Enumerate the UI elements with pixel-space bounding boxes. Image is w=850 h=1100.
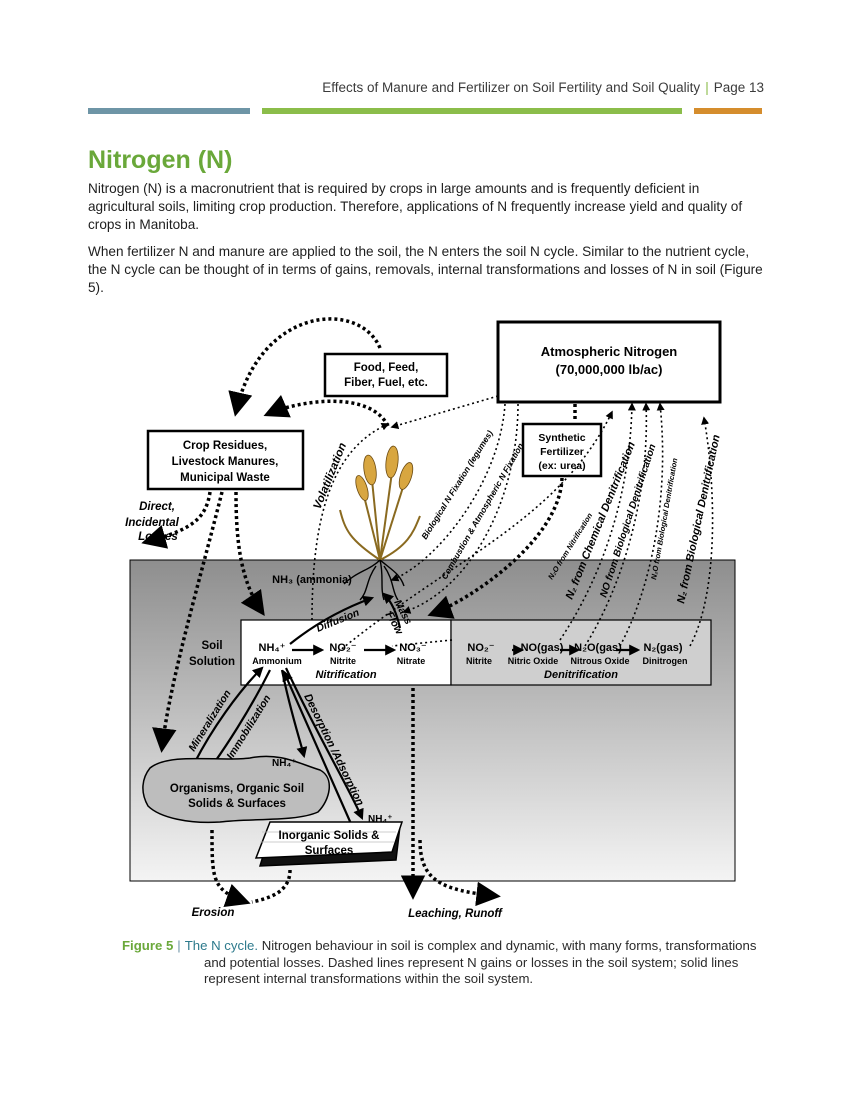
inorganic-line1: Inorganic Solids & [279, 830, 380, 842]
atmospheric-line1: Atmospheric Nitrogen [541, 344, 678, 359]
wheat-plant-icon [339, 445, 421, 601]
leaching-label: Leaching, Runoff [408, 908, 503, 920]
n2-bio-flow [689, 416, 714, 647]
crop-line1: Crop Residues, [183, 440, 267, 452]
paragraph-2: When fertilizer N and manure are applied… [88, 244, 763, 295]
food-line2: Fiber, Fuel, etc. [344, 377, 428, 389]
caption-label: Figure 5 [122, 938, 174, 953]
volatilization-label: Volatilization [312, 441, 350, 511]
synthetic-line3: (ex: urea) [538, 460, 585, 472]
no3-label: NO₃⁻ [399, 642, 427, 654]
atm-to-food-flow [390, 395, 499, 430]
direct-loss-line2: Incidental [125, 517, 179, 529]
no-gas-name: Nitric Oxide [508, 656, 559, 666]
synthetic-line2: Fertilizer [540, 446, 584, 458]
nitrification-box [240, 619, 452, 686]
chemical-den-flow [559, 402, 636, 641]
organic-nh4: NH₄⁺ [272, 758, 297, 769]
erosion-flow [210, 829, 251, 908]
caption-text: Nitrogen behaviour in soil is complex an… [204, 938, 757, 986]
nh4-name: Ammonium [252, 656, 302, 666]
no2-name: Nitrite [330, 656, 356, 666]
header-separator: | [705, 80, 709, 95]
volatilization-flow [311, 422, 390, 621]
crop-line3: Municipal Waste [180, 472, 270, 484]
residue-to-soil-flow [234, 491, 265, 617]
organic-pool-shape [142, 755, 330, 824]
food-line1: Food, Feed, [354, 362, 419, 374]
nitrification-label: Nitrification [315, 669, 376, 681]
no-bio-flow [584, 402, 651, 647]
n2o-nitrification-flow [337, 410, 613, 653]
plant-to-residue-flow [263, 394, 390, 427]
no2-den-label: NO₂⁻ [467, 642, 494, 654]
erosion-label: Erosion [192, 907, 235, 919]
figure-caption: Figure 5|The N cycle. Nitrogen behaviour… [122, 938, 772, 988]
erosion-flow-right [251, 869, 292, 904]
synthetic-line1: Synthetic [538, 432, 585, 444]
page-number: Page 13 [713, 80, 764, 95]
denitrification-label: Denitrification [544, 669, 618, 681]
organisms-line1: Organisms, Organic Soil [170, 783, 304, 795]
caption-separator: | [177, 938, 181, 953]
nh4-label: NH₄⁺ [259, 642, 286, 654]
diffusion-arrow [289, 595, 375, 645]
inorganic-nh4: NH₄⁺ [368, 814, 393, 825]
header-rule-green [262, 108, 682, 114]
adsorption-arrow [285, 667, 364, 821]
no3-name: Nitrate [397, 656, 426, 666]
crop-line2: Livestock Manures, [172, 456, 279, 468]
fertilizer-to-nitrate-flow [427, 477, 564, 619]
crop-residues-box [146, 429, 305, 491]
mass-flow-arrow [382, 592, 402, 629]
direct-loss-flow [141, 491, 212, 549]
n2o-gas-label: N₂O(gas) [574, 642, 622, 654]
thin-dotted-flows [311, 395, 714, 653]
paragraph-1: Nitrogen (N) is a macronutrient that is … [88, 181, 743, 232]
n-cycle-figure: Atmospheric Nitrogen (70,000,000 lb/ac) … [125, 317, 736, 920]
running-title: Effects of Manure and Fertilizer on Soil… [322, 80, 701, 95]
desorption-arrow [282, 669, 354, 827]
n2-gas-label: N₂(gas) [643, 642, 682, 654]
denitrification-box [450, 619, 712, 686]
soil-solution-line1: Soil [201, 640, 222, 652]
residue-to-organic-flow [152, 491, 224, 753]
brick-pattern [260, 831, 396, 843]
inorganic-pool-face [254, 821, 404, 859]
synthetic-fertilizer-box [521, 422, 603, 478]
running-header: Effects of Manure and Fertilizer on Soil… [322, 80, 764, 95]
bio-fixation-flow [390, 403, 506, 582]
residue-to-food-flow [228, 317, 382, 417]
no2-label: NO₂⁻ [329, 642, 356, 654]
n2o-gas-name: Nitrous Oxide [570, 656, 629, 666]
combustion-flow [402, 403, 519, 614]
no2-den-name: Nitrite [466, 656, 492, 666]
atmospheric-line2: (70,000,000 lb/ac) [556, 362, 663, 377]
nh3-label: NH₃ (ammonia) [272, 574, 352, 586]
atmospheric-nitrogen-box [496, 320, 722, 404]
header-rule-orange [694, 108, 762, 114]
leftward-solution-flow [391, 639, 453, 647]
n2-gas-name: Dinitrogen [643, 656, 688, 666]
direct-loss-line3: Losses [138, 531, 178, 543]
header-rule-blue [88, 108, 250, 114]
section-title: Nitrogen (N) [88, 146, 233, 174]
food-feed-box [323, 352, 449, 398]
direct-loss-line1: Direct, [139, 501, 175, 513]
inorganic-line2: Surfaces [305, 845, 354, 857]
no-gas-label: NO(gas) [521, 642, 564, 654]
caption-title: The N cycle. [184, 938, 259, 953]
dashed-flows [141, 317, 577, 908]
runoff-flow [418, 839, 501, 907]
soil-solution-line2: Solution [189, 656, 235, 668]
organisms-line2: Solids & Surfaces [188, 798, 286, 810]
